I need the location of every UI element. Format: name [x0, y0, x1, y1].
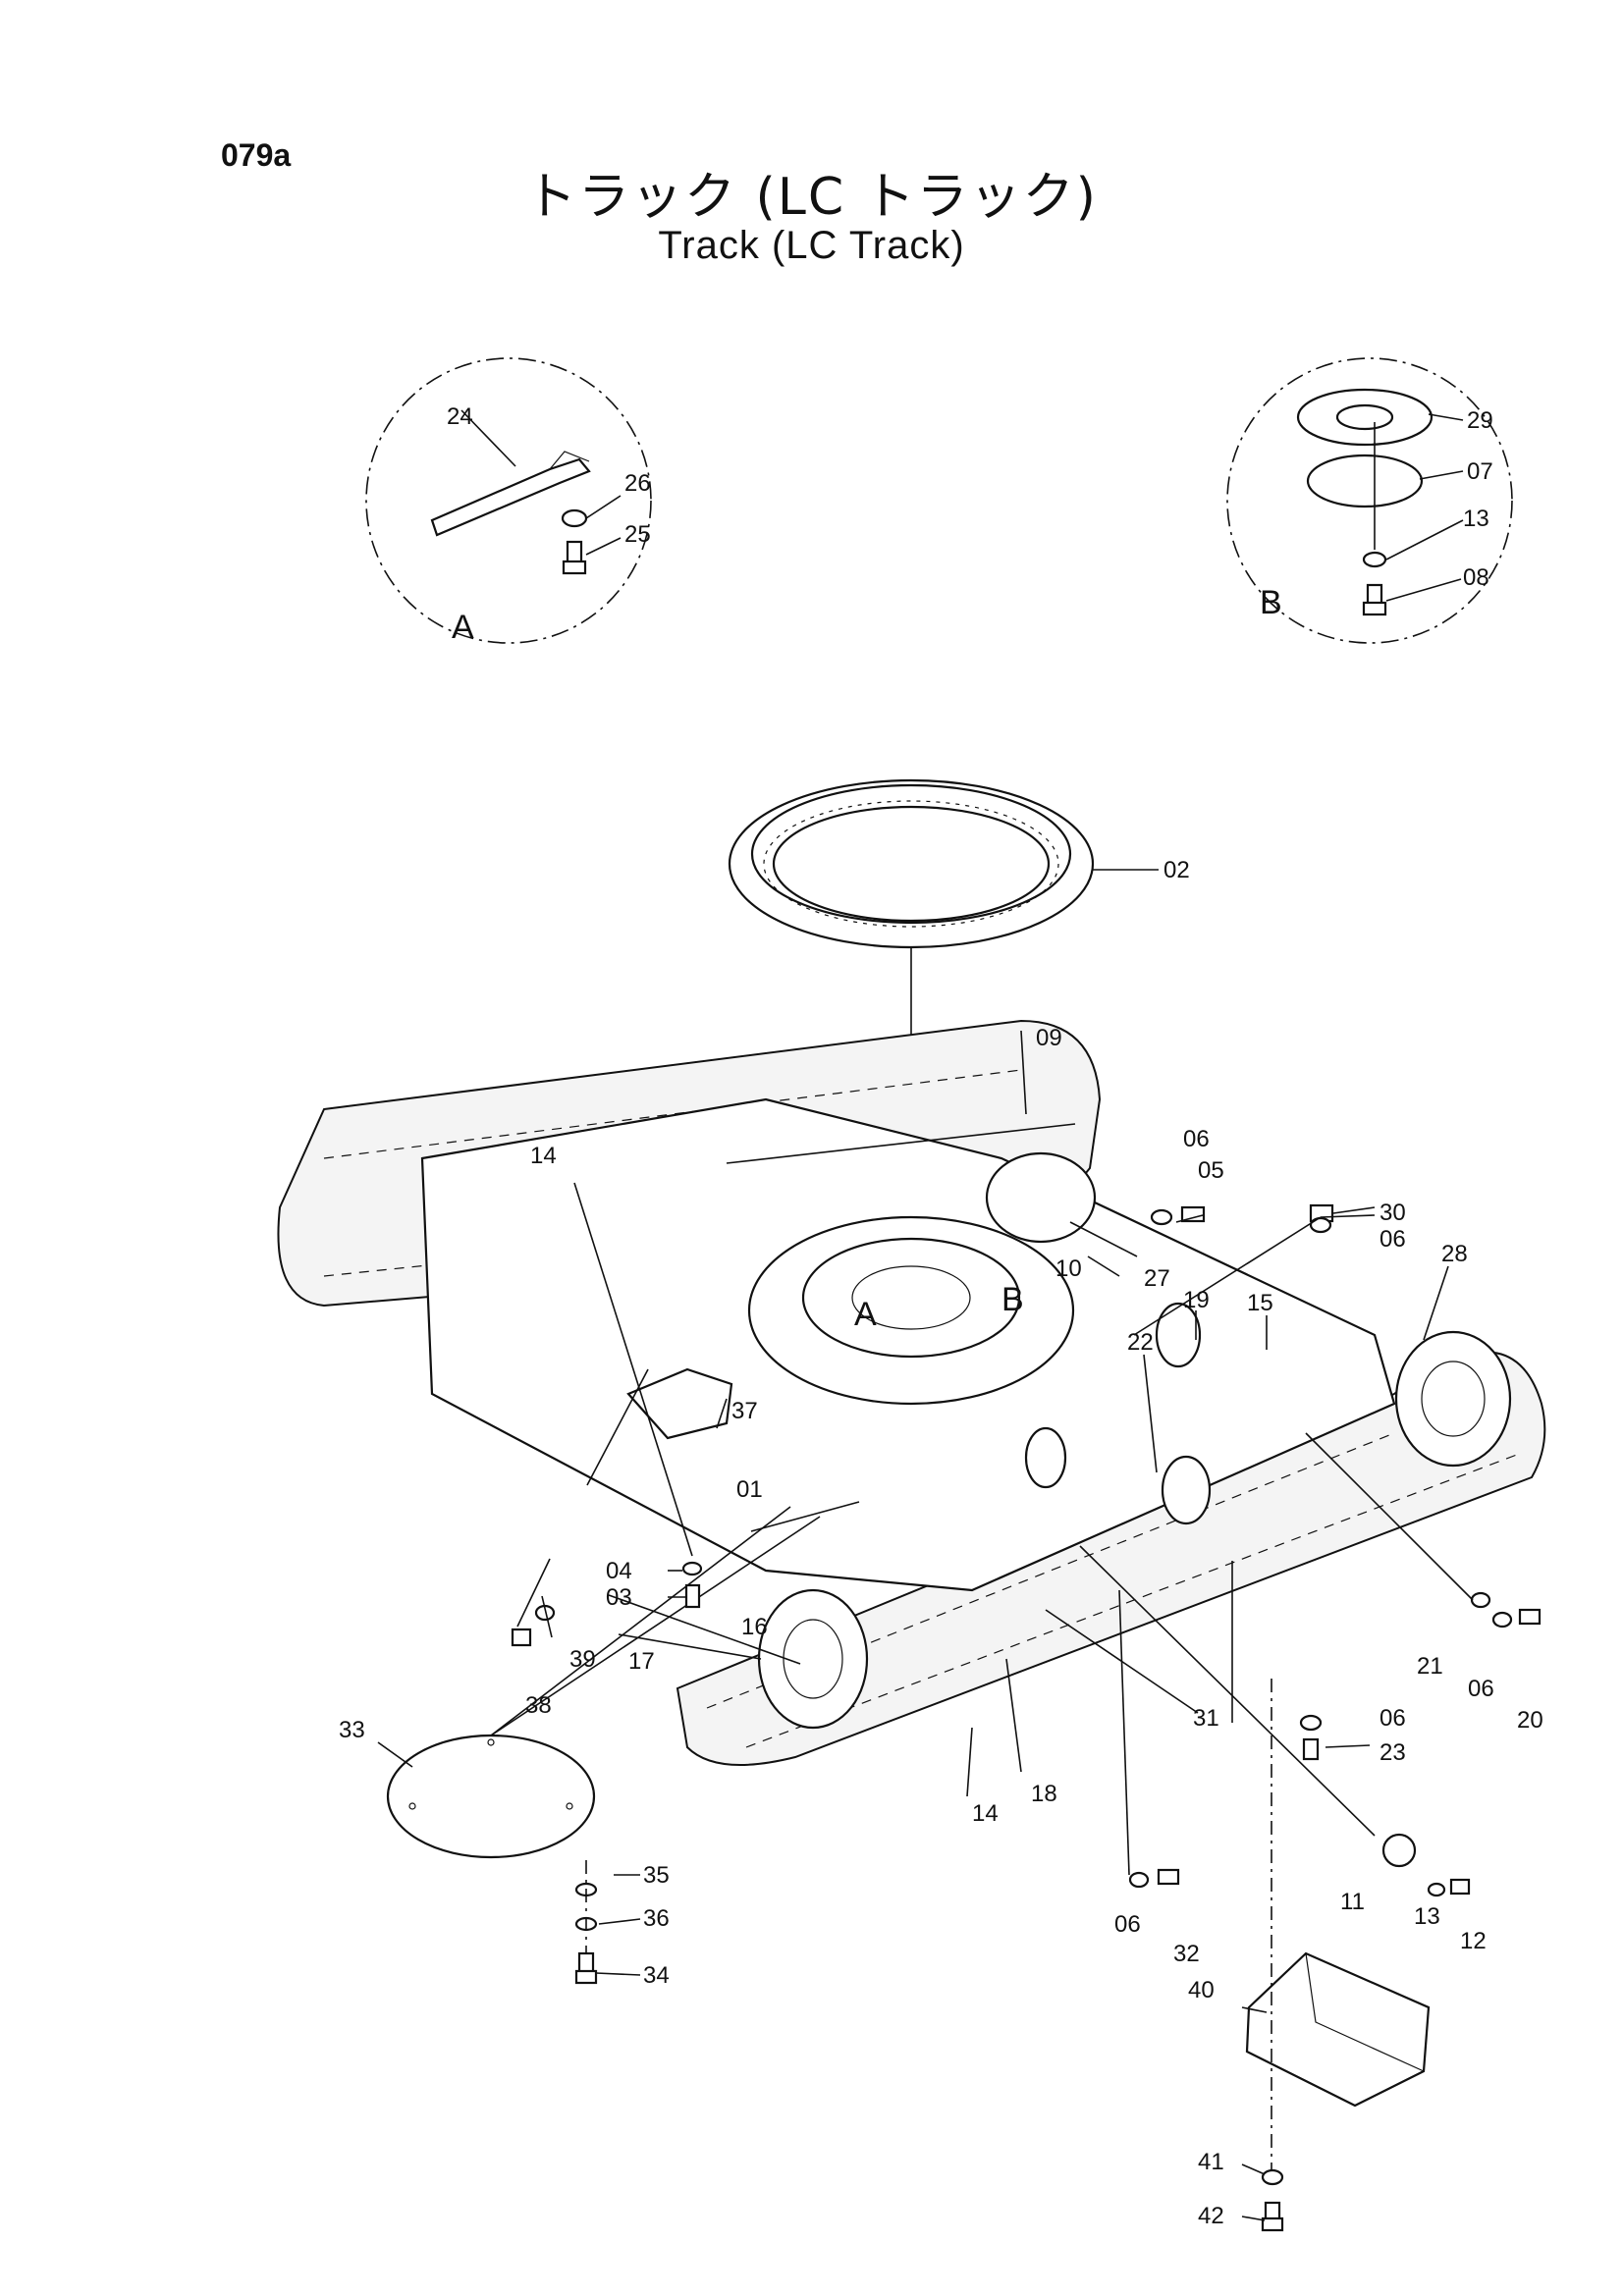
detail-a-label: A: [452, 609, 474, 646]
callout-06-mid: 06: [1380, 1705, 1406, 1732]
detail-a-inset: 24 26 25 A: [365, 357, 652, 646]
page-code: 079a: [221, 137, 292, 173]
callout-24: 24: [447, 403, 473, 430]
callout-27: 27: [1144, 1265, 1170, 1292]
callout-32: 32: [1173, 1941, 1200, 1967]
callout-16: 16: [741, 1614, 768, 1640]
callout-34: 34: [643, 1962, 670, 1989]
callout-06-right: 06: [1380, 1226, 1406, 1253]
callout-17: 17: [628, 1648, 655, 1675]
callout-13: 13: [1414, 1903, 1440, 1930]
title-english: Track (LC Track): [658, 224, 965, 267]
callout-15: 15: [1247, 1290, 1273, 1316]
callout-31: 31: [1193, 1705, 1219, 1732]
callout-13-detail: 13: [1463, 506, 1489, 532]
title-japanese: トラック (LC トラック): [525, 168, 1098, 227]
detail-b-inset: 29 07 13 08 B: [1226, 357, 1513, 644]
callout-30: 30: [1380, 1200, 1406, 1226]
callout-42: 42: [1198, 2203, 1224, 2229]
view-mark-b: B: [1001, 1281, 1024, 1318]
callout-04: 04: [606, 1558, 632, 1584]
callout-09: 09: [1036, 1025, 1062, 1051]
callout-12: 12: [1460, 1928, 1487, 1954]
callout-37: 37: [731, 1398, 758, 1424]
callout-20: 20: [1517, 1707, 1543, 1734]
callout-14-lower: 14: [972, 1800, 999, 1827]
callout-06-upper: 06: [1183, 1126, 1210, 1152]
callout-01: 01: [736, 1476, 763, 1503]
shoe-40: [1245, 1679, 1431, 2232]
callout-leaders-small: [377, 1741, 1268, 2221]
callout-11: 11: [1340, 1889, 1365, 1915]
callout-28: 28: [1441, 1241, 1468, 1267]
callout-38: 38: [525, 1692, 552, 1719]
callout-07: 07: [1467, 458, 1493, 485]
callout-39: 39: [569, 1646, 596, 1673]
callout-21: 21: [1417, 1653, 1443, 1680]
callout-35: 35: [643, 1862, 670, 1889]
callout-06-shoe: 06: [1468, 1676, 1494, 1702]
callout-18: 18: [1031, 1781, 1057, 1807]
callout-33: 33: [339, 1717, 365, 1743]
callout-14-upper: 14: [530, 1143, 557, 1169]
detail-b-label: B: [1260, 584, 1282, 621]
callout-29: 29: [1467, 407, 1493, 434]
cover-33: [386, 1506, 821, 1985]
callout-36: 36: [643, 1905, 670, 1932]
callout-25: 25: [624, 521, 651, 548]
swing-bearing: 02: [728, 778, 1190, 1281]
callout-labels: 09 14 06 05 30 06 28 27 10 15 19 22 37 0…: [339, 1025, 1543, 2229]
leader-lines: [516, 1030, 1474, 1876]
undercarriage: [277, 1019, 1546, 1766]
callout-23: 23: [1380, 1739, 1406, 1766]
callout-10: 10: [1055, 1255, 1082, 1282]
callout-05: 05: [1198, 1157, 1224, 1184]
callout-19: 19: [1183, 1287, 1210, 1313]
callout-02: 02: [1163, 857, 1190, 883]
callout-40: 40: [1188, 1977, 1215, 2003]
callout-41: 41: [1198, 2149, 1224, 2175]
callout-06-lower: 06: [1114, 1911, 1141, 1938]
callout-08: 08: [1463, 564, 1489, 591]
callout-03: 03: [606, 1584, 632, 1611]
callout-26: 26: [624, 470, 651, 497]
callout-22: 22: [1127, 1329, 1154, 1356]
view-mark-a: A: [854, 1296, 877, 1333]
